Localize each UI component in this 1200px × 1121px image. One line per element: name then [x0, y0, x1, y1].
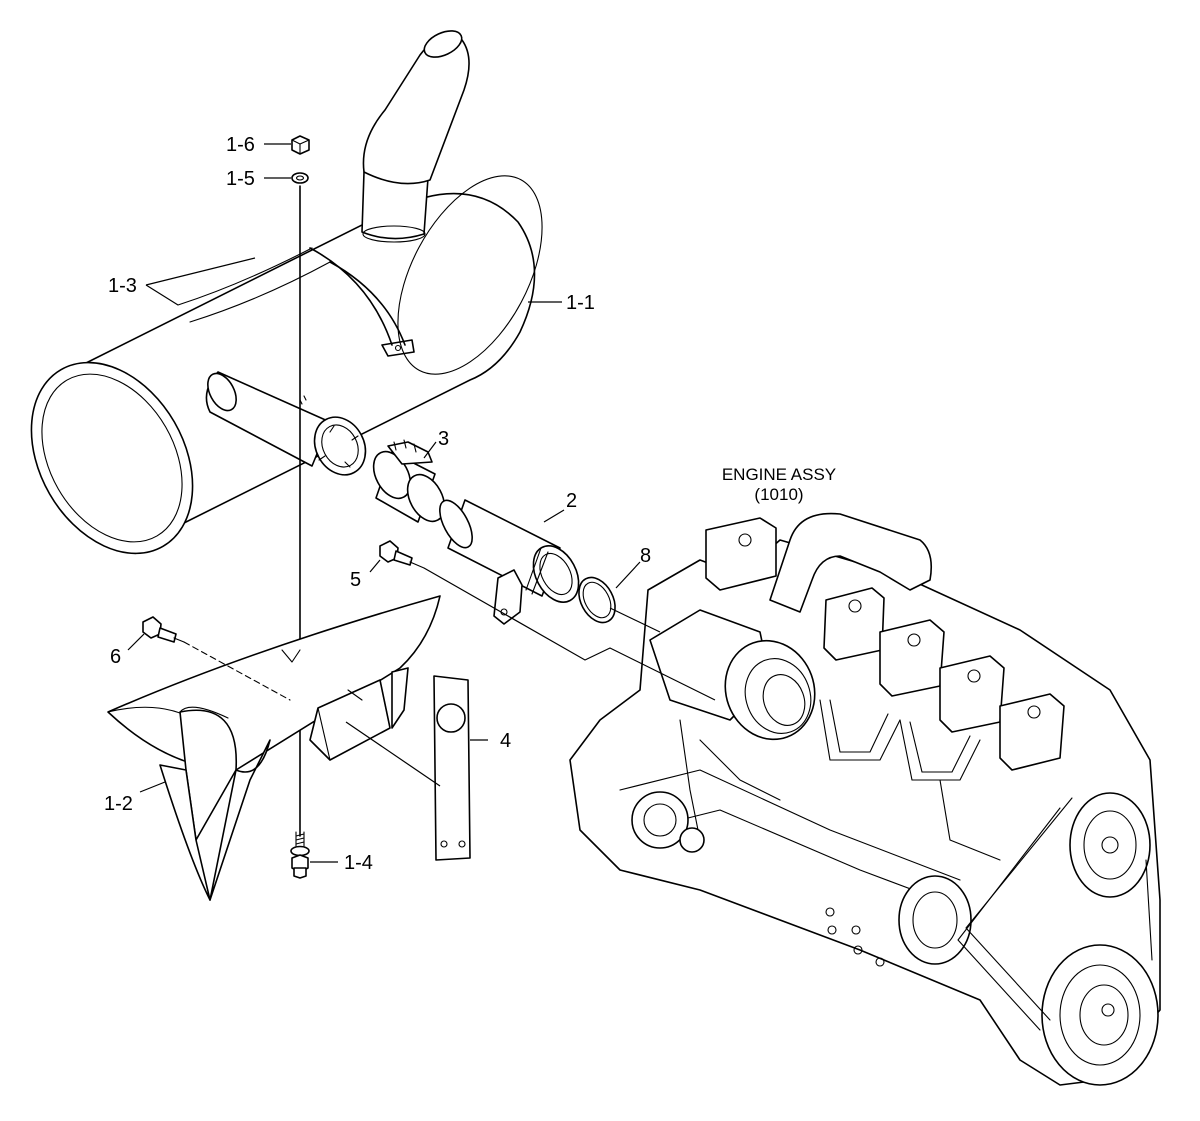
callout-1-6: 1-6 [226, 134, 255, 156]
callout-1-2: 1-2 [104, 793, 133, 815]
callout-1-5: 1-5 [226, 168, 255, 190]
engine-assy-title: ENGINE ASSY [722, 465, 836, 484]
callout-8: 8 [640, 545, 651, 567]
gasket-ring [578, 576, 616, 624]
callout-1-4: 1-4 [344, 852, 373, 874]
muffler [30, 30, 543, 555]
bracket [433, 675, 471, 861]
callout-leaders [127, 143, 641, 863]
callout-1-3: 1-3 [108, 275, 137, 297]
stud-bolt [290, 135, 310, 879]
callout-3: 3 [438, 428, 449, 450]
bolt-5 [379, 540, 425, 569]
callout-5: 5 [350, 569, 361, 591]
exhaust-pipe [439, 499, 580, 625]
heat-shield [107, 595, 441, 901]
callout-6: 6 [110, 646, 121, 668]
callout-2: 2 [566, 490, 577, 512]
clamp [372, 439, 446, 523]
callout-4: 4 [500, 730, 511, 752]
engine-assembly [569, 512, 1161, 1086]
assembly-lines [183, 567, 716, 787]
callout-1-1: 1-1 [566, 292, 595, 314]
engine-assy-code: (1010) [754, 485, 803, 504]
callout-labels: 1-6 1-5 1-3 1-1 3 2 8 5 6 4 1-2 1-4 ENGI… [104, 134, 836, 874]
bolt-6 [142, 616, 185, 643]
